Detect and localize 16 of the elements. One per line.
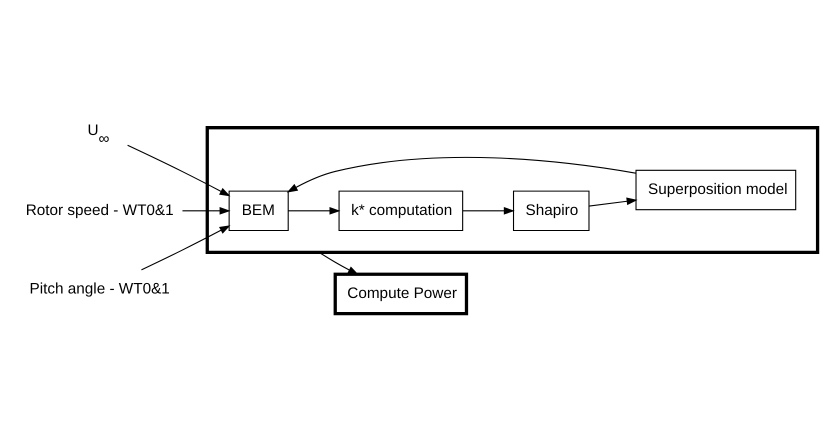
arrow (286, 156, 636, 192)
arrow (182, 206, 231, 214)
node-text: Pitch angle - WT0&1 (30, 280, 170, 298)
arrow (127, 144, 230, 196)
arrow (288, 206, 340, 214)
arrow (141, 224, 230, 270)
node-text: Rotor speed - WT0&1 (26, 201, 174, 218)
node-box: BEM (228, 190, 289, 231)
arrow (318, 251, 359, 274)
arrow (462, 206, 515, 214)
node-box: k* computation (338, 190, 464, 231)
node-box: Superposition model (635, 169, 796, 210)
node-box: Shapiro (512, 190, 590, 231)
node-box: Compute Power (334, 272, 468, 315)
arrow (589, 197, 638, 206)
cluster (206, 126, 820, 254)
